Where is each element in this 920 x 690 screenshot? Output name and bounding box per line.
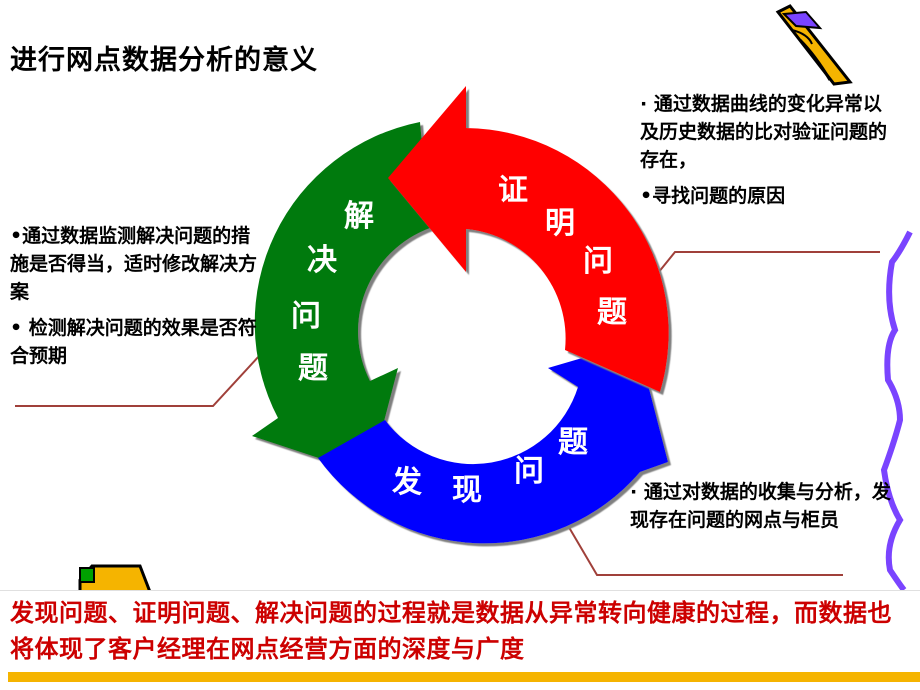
prove-label-char-2: 明 [545,206,575,241]
discover-label-char-3: 问 [514,454,544,489]
summary-box: 发现问题、证明问题、解决问题的过程就是数据从异常转向健康的过程，而数据也将体现了… [0,590,920,671]
prove-label-char-3: 问 [583,244,613,279]
solve-label-char-4: 题 [298,351,328,386]
solve-note-1: •通过数据监测解决问题的措施是否得当，适时修改解决方案 [10,225,258,303]
prove-notes: · 通过数据曲线的变化异常以及历史数据的比对验证问题的存在， •寻找问题的原因 [640,90,900,210]
solve-arrow [252,122,430,475]
prove-note-1: · 通过数据曲线的变化异常以及历史数据的比对验证问题的存在， [640,93,888,171]
solve-label-char-1: 解 [344,199,374,234]
discover-label-char-2: 现 [452,473,482,508]
page-title: 进行网点数据分析的意义 [10,45,318,76]
squiggle-decoration [880,230,913,592]
discover-arrow [318,342,668,544]
solve-note-2: • 检测解决问题的效果是否符合预期 [10,317,257,367]
prove-arrow [388,86,669,392]
solve-notes: •通过数据监测解决问题的措施是否得当，适时修改解决方案 • 检测解决问题的效果是… [10,222,260,370]
discover-notes: · 通过对数据的收集与分析，发现存在问题的网点与柜员 [630,478,895,534]
pencil-icon [775,4,853,86]
accent-bar [8,672,920,682]
prove-note-2: •寻找问题的原因 [640,185,786,207]
pencil-icon-small [78,564,153,594]
solve-label-char-3: 问 [291,299,321,334]
connector-line-top-right [657,251,880,274]
discover-label-char-4: 题 [558,425,588,460]
prove-label-char-1: 证 [498,173,528,208]
solve-label-char-2: 决 [307,243,337,278]
connector-line-bottom-right [559,511,843,576]
discover-label-char-1: 发 [391,465,422,500]
discover-note-1: · 通过对数据的收集与分析，发现存在问题的网点与柜员 [630,481,891,531]
summary-text: 发现问题、证明问题、解决问题的过程就是数据从异常转向健康的过程，而数据也将体现了… [10,599,892,663]
prove-label-char-4: 题 [597,295,627,330]
connector-line-left [15,354,261,407]
